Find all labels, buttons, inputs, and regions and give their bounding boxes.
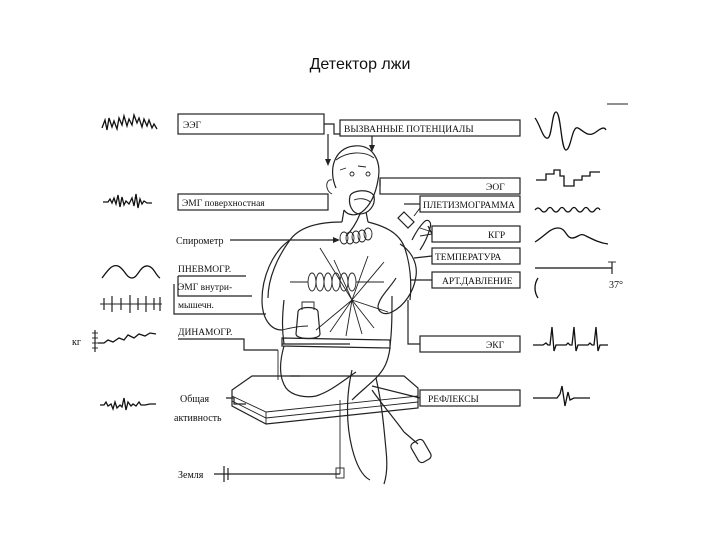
- dynamogram-label: ДИНАМОГР.: [178, 328, 232, 338]
- blood-pressure-trace: [534, 277, 539, 299]
- general-activity-label-1: Общая: [180, 394, 209, 405]
- temperature-box: [431, 247, 521, 265]
- eeg-label: ЭЭГ: [183, 121, 202, 131]
- chest-wires: [315, 247, 389, 337]
- reflexes-label: РЕФЛЕКСЫ: [428, 395, 479, 405]
- emg-internal-label-2: мышечн.: [178, 301, 214, 311]
- belt: [281, 337, 391, 349]
- general-activity-trace: [100, 397, 156, 412]
- finger-sensor: [397, 211, 415, 229]
- spirometer-tube: [339, 213, 373, 245]
- subject-figure: [231, 145, 433, 485]
- right-labels: ВЫЗВАННЫЕ ПОТЕНЦИАЛЫ ЭОГ ПЛЕТИЗМОГРАММА …: [282, 119, 521, 407]
- spirometer-label: Спирометр: [176, 236, 223, 247]
- eog-label: ЭОГ: [486, 183, 505, 193]
- ekg-box: [419, 335, 521, 353]
- mask: [348, 190, 375, 215]
- kgr-label: КГР: [488, 231, 505, 241]
- evoked-label: ВЫЗВАННЫЕ ПОТЕНЦИАЛЫ: [344, 125, 474, 135]
- emg-internal-label-1: ЭМГ внутри-: [178, 283, 232, 293]
- pneumogram-label: ПНЕВМОГР.: [178, 265, 231, 275]
- right-traces: 37°: [533, 103, 628, 407]
- left-arm: [261, 239, 291, 331]
- pneumogram-trace: [101, 264, 161, 279]
- reflex-hammer: [403, 431, 432, 464]
- head: [332, 145, 380, 216]
- kg-label: кг: [72, 337, 81, 348]
- plethysmogram-trace: [534, 206, 601, 213]
- plethysmogram-label: ПЛЕТИЗМОГРАММА: [423, 201, 515, 211]
- emg-surface-trace: [103, 193, 152, 209]
- connector-lines: [290, 180, 433, 399]
- emg-surface-box: [177, 193, 329, 211]
- bench: [231, 375, 419, 425]
- emg-internal-trace: [100, 295, 162, 313]
- page-title: Детектор лжи: [309, 56, 411, 73]
- evoked-potentials-trace: [534, 111, 607, 151]
- left-traces: [92, 112, 162, 412]
- left-labels: ЭЭГ ЭМГ поверхностная Спирометр ПНЕВМОГР…: [72, 113, 340, 482]
- reflexes-trace: [533, 385, 590, 407]
- dynamogram-trace: [92, 330, 157, 352]
- kgr-box: [431, 225, 521, 243]
- right-arm: [377, 243, 417, 315]
- dynamometer: [295, 306, 321, 340]
- evoked-box: [339, 119, 521, 137]
- blood-pressure-label: АРТ.ДАВЛЕНИЕ: [442, 277, 513, 287]
- temperature-trace: 37°: [535, 261, 623, 291]
- ekg-trace: [533, 326, 608, 352]
- ekg-label: ЭКГ: [486, 341, 505, 351]
- torso: [267, 221, 412, 301]
- temperature-value: 37°: [609, 280, 623, 291]
- ground-label: Земля: [178, 470, 204, 481]
- temperature-label: ТЕМПЕРАТУРА: [435, 253, 501, 263]
- emg-surface-label: ЭМГ поверхностная: [182, 199, 265, 209]
- pneumogram-belt: [290, 272, 384, 292]
- eeg-trace: [101, 112, 158, 132]
- general-activity-label-2: активность: [174, 413, 222, 424]
- eog-trace: [536, 169, 600, 187]
- kgr-trace: [534, 227, 609, 245]
